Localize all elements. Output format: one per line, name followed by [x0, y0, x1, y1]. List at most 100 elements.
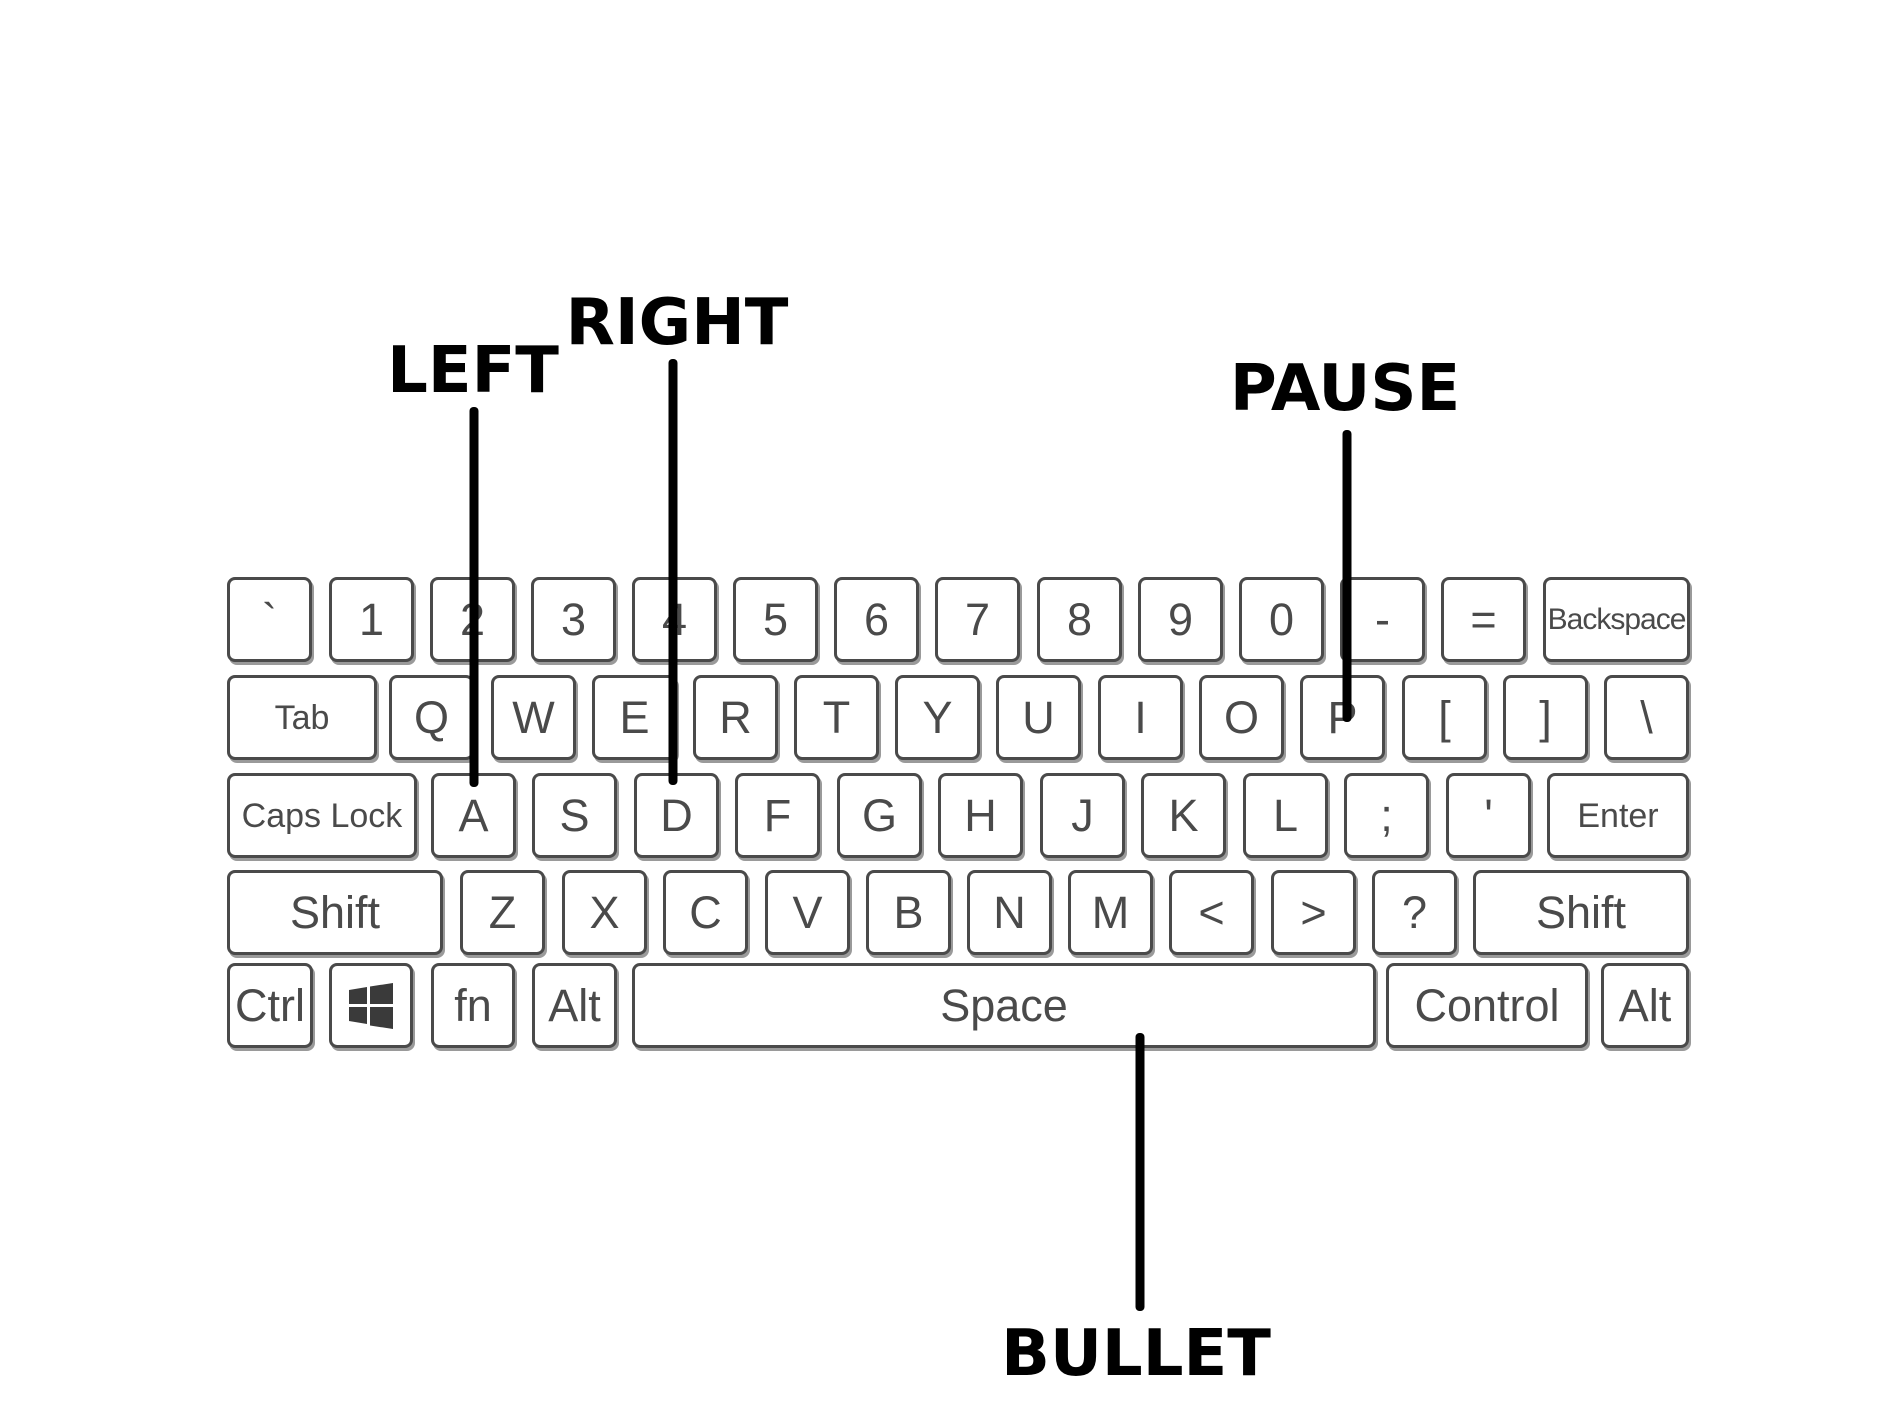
key-label: Z: [488, 887, 517, 938]
key-label: Backspace: [1547, 602, 1687, 636]
key-label: Y: [922, 692, 953, 743]
key-label: D: [660, 790, 693, 841]
key-z: Z: [460, 870, 545, 955]
key-c: C: [663, 870, 748, 955]
key-label: E: [619, 692, 650, 743]
key-apostrophe: ': [1446, 773, 1531, 858]
key-minus: -: [1340, 577, 1425, 662]
callout-line-bullet: [1135, 1033, 1145, 1311]
key-label: F: [763, 790, 792, 841]
callout-label-bullet: BULLET: [1001, 1317, 1271, 1391]
key-m: M: [1068, 870, 1153, 955]
key-x: X: [562, 870, 647, 955]
key-label: 8: [1066, 594, 1093, 645]
callout-line-right: [668, 359, 678, 785]
key-label: Control: [1414, 980, 1560, 1031]
key-e: E: [592, 675, 677, 760]
key-label: 1: [358, 594, 385, 645]
key-fn: fn: [431, 963, 515, 1048]
key-label: L: [1272, 790, 1299, 841]
key-u: U: [996, 675, 1081, 760]
key-label: Alt: [1618, 980, 1672, 1031]
key-shift: Shift: [227, 870, 443, 955]
key-label: >: [1300, 887, 1327, 938]
callout-line-left: [469, 407, 479, 787]
key-label: M: [1091, 887, 1130, 938]
key-v: V: [765, 870, 850, 955]
windows-logo-icon: [349, 982, 393, 1029]
key-0: 0: [1239, 577, 1324, 662]
key-tab: Tab: [227, 675, 377, 760]
key-label: J: [1071, 790, 1094, 841]
key-b: B: [866, 870, 951, 955]
key-windows: [329, 963, 413, 1048]
key-label: R: [719, 692, 752, 743]
key-label: \: [1640, 692, 1653, 743]
key-label: V: [792, 887, 823, 938]
callout-label-left: LEFT: [387, 334, 559, 408]
key-space: Space: [632, 963, 1376, 1048]
key-label: B: [893, 887, 924, 938]
key-label: N: [993, 887, 1026, 938]
key-label: Ctrl: [235, 980, 305, 1031]
key-w: W: [491, 675, 576, 760]
key-left-bracket: [: [1402, 675, 1487, 760]
callout-line-pause: [1342, 430, 1352, 722]
key-greater-than: >: [1271, 870, 1356, 955]
key-label: Alt: [548, 980, 601, 1031]
key-ctrl: Ctrl: [227, 963, 313, 1048]
key-label: -: [1375, 594, 1390, 645]
key-d: D: [634, 773, 719, 858]
key-j: J: [1040, 773, 1125, 858]
key-alt: Alt: [1601, 963, 1689, 1048]
key-label: Enter: [1577, 796, 1659, 835]
key-shift: Shift: [1473, 870, 1689, 955]
key-enter: Enter: [1547, 773, 1689, 858]
key-label: Tab: [274, 698, 330, 737]
key-equals: =: [1441, 577, 1526, 662]
key-label: <: [1198, 887, 1225, 938]
key-label: [: [1438, 692, 1451, 743]
key-y: Y: [895, 675, 980, 760]
key-alt: Alt: [532, 963, 617, 1048]
key-label: W: [512, 692, 555, 743]
key-5: 5: [733, 577, 818, 662]
key-label: X: [589, 887, 620, 938]
key-label: =: [1470, 594, 1497, 645]
key-8: 8: [1037, 577, 1122, 662]
key-label: 7: [964, 594, 991, 645]
key-question-mark: ?: [1372, 870, 1457, 955]
key-less-than: <: [1169, 870, 1254, 955]
key-7: 7: [935, 577, 1020, 662]
key-a: A: [431, 773, 516, 858]
key-f: F: [735, 773, 820, 858]
key-label: ?: [1401, 887, 1428, 938]
key-6: 6: [834, 577, 919, 662]
key-right-bracket: ]: [1503, 675, 1588, 760]
key-label: Shift: [289, 887, 381, 938]
key-backspace: Backspace: [1543, 577, 1690, 662]
key-label: C: [689, 887, 722, 938]
key-control: Control: [1386, 963, 1588, 1048]
key-backslash: \: [1604, 675, 1689, 760]
key-9: 9: [1138, 577, 1223, 662]
key-label: Space: [940, 980, 1068, 1031]
key-o: O: [1199, 675, 1284, 760]
key-label: O: [1223, 692, 1259, 743]
key-label: 6: [863, 594, 890, 645]
key-label: S: [559, 790, 590, 841]
key-label: Shift: [1535, 887, 1627, 938]
key-3: 3: [531, 577, 616, 662]
key-label: A: [458, 790, 489, 841]
key-label: Caps Lock: [241, 796, 403, 835]
key-label: 0: [1268, 594, 1295, 645]
key-label: fn: [454, 980, 492, 1031]
key-label: 5: [762, 594, 789, 645]
key-g: G: [837, 773, 922, 858]
key-label: H: [964, 790, 997, 841]
key-label: Q: [413, 692, 449, 743]
key-k: K: [1141, 773, 1226, 858]
key-label: U: [1022, 692, 1055, 743]
key-label: G: [861, 790, 897, 841]
